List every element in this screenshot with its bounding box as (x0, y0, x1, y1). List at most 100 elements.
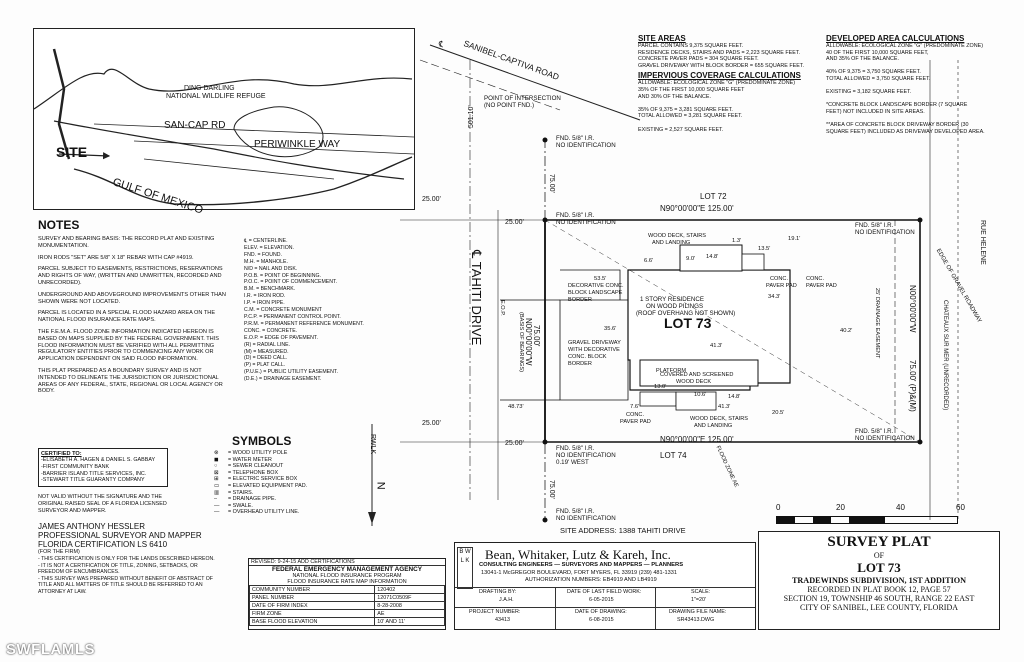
drafting-label: DRAFTING BY: (479, 589, 517, 595)
developed-line-11: FEET) NOT INCLUDED IN SITE AREAS. (826, 108, 925, 115)
dimension-label: 6.6' (644, 258, 654, 264)
chateaux-label: CHATEAUX SUR MER (UNRECORDED) (942, 300, 948, 411)
site-area-line-3: CONCRETE PAVER PADS = 304 SQUARE FEET. (638, 56, 759, 63)
surveyor-firm-note: (FOR THE FIRM) (38, 549, 80, 555)
deck-bottom-1: WOOD DECK, STAIRS (690, 416, 749, 422)
fema-key: DATE OF FIRM INDEX (248, 601, 376, 610)
periwinkle-label: PERIWINKLE WAY (254, 139, 341, 150)
impervious-line-2: 35% OF THE FIRST 10,000 SQUARE FEET (638, 86, 745, 93)
covered-2: WOOD DECK (676, 379, 712, 385)
symbol-glyph-icon: ⊠ (214, 469, 219, 476)
note-2: IRON RODS "SET" ARE 5/8" X 18" REBAR WIT… (38, 254, 194, 261)
fnd-2-b: NO IDENTIFICATION (556, 219, 616, 226)
symbol-glyph-icon: – (214, 496, 217, 503)
survey-of: OF (873, 551, 885, 560)
symbol-glyph-icon: ⊗ (214, 450, 219, 456)
certified-line-3: -BARRIER ISLAND TITLE SERVICES, INC. (41, 470, 147, 477)
paver-3a: CONC. (626, 412, 645, 418)
symbol-row: —= SWALE. (214, 503, 374, 510)
note-7: THIS PLAT PREPARED AS A BOUNDARY SURVEY … (38, 367, 223, 395)
poi-label-1: POINT OF INTERSECTION (484, 95, 561, 102)
developed-line-8: EXISTING = 3,182 SQUARE FEET. (826, 89, 912, 96)
symbols-title: SYMBOLS (232, 434, 292, 448)
sancap-label: SAN-CAP RD (164, 120, 226, 131)
fnd-5-a: FND. 5/8" I.R. (556, 445, 595, 452)
dist-25-3: 25.00' (422, 420, 441, 427)
disclaimer-2: - IT IS NOT A CERTIFICATION OF TITLE, ZO… (38, 562, 198, 576)
drawing-date-label: DATE OF DRAWING: (575, 609, 627, 615)
symbol-row: —= OVERHEAD UTILITY LINE. (214, 509, 374, 516)
dimension-label: 9.0' (686, 256, 696, 262)
dimension-label: 41.3' (718, 404, 731, 410)
site-area-line-2: RESIDENCE DECKS, STAIRS AND PADS = 2,223… (638, 49, 801, 56)
east-bearing: N00°00'00"W (908, 285, 917, 333)
developed-line-5: 40% OF 9,375 = 3,750 SQUARE FEET. (826, 69, 921, 76)
deck-top-2: AND LANDING (652, 240, 691, 246)
fema-value: 10' AND 11' (374, 617, 445, 626)
abbreviations-list: ℄ = CENTERLINE.ELEV. = ELEVATION.FND. = … (244, 238, 364, 383)
dimension-label: 34.3' (768, 294, 781, 300)
site-address: SITE ADDRESS: 1388 TAHITI DRIVE (560, 526, 686, 535)
platform-label: PLATFORM (656, 368, 687, 374)
symbol-glyph-icon: ⊞ (214, 476, 219, 483)
abbrev-14: CONC. = CONCRETE. (244, 327, 298, 334)
fema-box: REVISED: 9-24-15 ADD CERTIFICATIONS FEDE… (248, 558, 446, 630)
fema-value: 8-28-2008 (374, 601, 445, 610)
refuge-label-1: DING DARLING (184, 85, 235, 92)
abbrev-15: E.O.P. = EDGE OF PAVEMENT. (244, 334, 318, 341)
symbol-label: = SEWER CLEANOUT (228, 463, 284, 470)
abbrev-2: ELEV. = ELEVATION. (244, 244, 294, 251)
symbol-label: = DRAINAGE PIPE. (228, 496, 277, 503)
fnd-4-b: NO IDENTIFICATION (855, 435, 915, 442)
fema-value: 12071C0509F (374, 593, 445, 602)
firm-box: B W L K Bean, Whitaker, Lutz & Kareh, In… (454, 542, 756, 630)
symbol-row: – = DRAINAGE PIPE. (214, 496, 374, 503)
deck-bottom-2: AND LANDING (694, 423, 733, 429)
fema-sub2: FLOOD INSURANCE RATE MAP INFORMATION (287, 579, 407, 585)
dist-501: 501.10' (468, 105, 475, 128)
symbol-row: ⊗ = WOOD UTILITY POLE (214, 450, 374, 457)
abbrev-4: M.H. = MANHOLE. (244, 258, 288, 265)
abbrev-17: (M) = MEASURED. (244, 348, 289, 355)
firm-auth: AUTHORIZATION NUMBERS: EB4919 AND LB4919 (525, 577, 657, 583)
symbol-label: = OVERHEAD UTILITY LINE. (228, 509, 300, 516)
west-dist: 75.00' (532, 325, 541, 347)
west-bearing: N00°00'00"W (524, 318, 533, 366)
paver-1b: PAVER PAD (766, 283, 797, 289)
paver-2b: PAVER PAD (806, 283, 837, 289)
file-label: DRAWING FILE NAME: (669, 609, 727, 615)
abbrev-19: (P) = PLAT CALL. (244, 362, 286, 369)
dimension-label: 35.6' (604, 326, 617, 332)
disclaimer-3: - THIS SURVEY WAS PREPARED WITHOUT BENEF… (38, 575, 213, 595)
developed-line-14: SQUARE FEET) INCLUDED AS DRIVEWAY DEVELO… (826, 128, 985, 135)
paver-3b: PAVER PAD (620, 419, 651, 425)
note-5: PARCEL IS LOCATED IN A SPECIAL FLOOD HAZ… (38, 310, 216, 324)
developed-line-2: 40 OF THE FIRST 10,000 SQUARE FEET, (826, 49, 929, 56)
dist-25-2: 25.00' (505, 219, 524, 226)
lot-74: LOT 74 (660, 451, 687, 460)
validity-note: NOT VALID WITHOUT THE SIGNATURE AND THE … (38, 494, 167, 514)
developed-line-1: ALLOWABLE: ECOLOGICAL ZONE "G" (PREDOMIN… (826, 43, 983, 49)
dist-25-4: 25.00' (505, 440, 524, 447)
note-6: THE F.E.M.A. FLOOD ZONE INFORMATION INDI… (38, 328, 220, 363)
certified-line-2: -FIRST COMMUNITY BANK (41, 463, 110, 470)
dimension-label: 14.8' (728, 394, 741, 400)
fema-key: FIRM ZONE (248, 609, 376, 618)
symbol-row: ⊞= ELECTRIC SERVICE BOX (214, 476, 374, 483)
dimension-label: 19.1' (788, 236, 801, 242)
scale-tick-label: 60 (956, 503, 965, 512)
surveyor-block: JAMES ANTHONY HESSLER PROFESSIONAL SURVE… (38, 522, 238, 596)
fema-key: COMMUNITY NUMBER (248, 585, 376, 594)
fema-value: AE (374, 609, 445, 618)
vicinity-map: DING DARLING NATIONAL WILDLIFE REFUGE SA… (33, 28, 415, 217)
abbrev-3: FND. = FOUND. (244, 251, 282, 258)
symbol-label: = WOOD UTILITY POLE (228, 450, 288, 456)
survey-title: SURVEY PLAT (827, 534, 931, 550)
abbrev-13: P.R.M. = PERMANENT REFERENCE MONUMENT. (244, 320, 364, 327)
disclaimer-1: - THIS CERTIFICATION IS ONLY FOR THE LAN… (38, 556, 215, 562)
abbrev-10: I.P. = IRON PIPE. (244, 300, 285, 307)
certified-line-4: -STEWART TITLE GUARANTY COMPANY (41, 477, 145, 484)
fnd-6-a: FND. 5/8" I.R. (556, 508, 595, 515)
